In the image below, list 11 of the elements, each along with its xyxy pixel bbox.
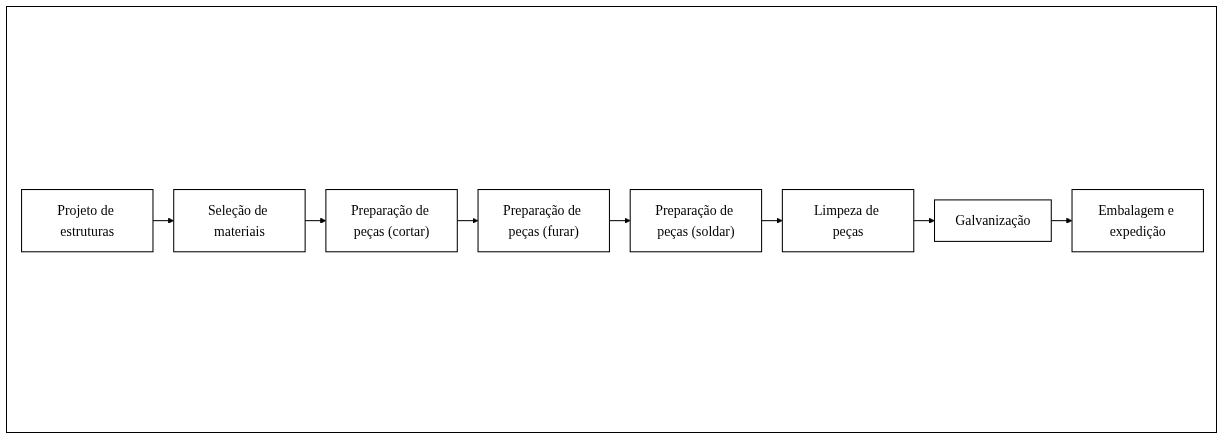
node-box: Preparação de peças (furar)	[477, 188, 610, 253]
node-box: Seleção de materiais	[173, 188, 306, 253]
arrow	[761, 217, 783, 224]
node-box: Preparação de peças (cortar)	[325, 188, 458, 253]
node-box: Galvanização	[934, 199, 1052, 242]
node-box: Embalagem e expedição	[1071, 188, 1204, 253]
arrow	[152, 217, 174, 224]
arrow	[913, 217, 935, 224]
node-box: Projeto de estruturas	[21, 188, 154, 253]
node-box: Preparação de peças (soldar)	[629, 188, 763, 253]
node-box: Limpeza de peças	[781, 188, 915, 253]
